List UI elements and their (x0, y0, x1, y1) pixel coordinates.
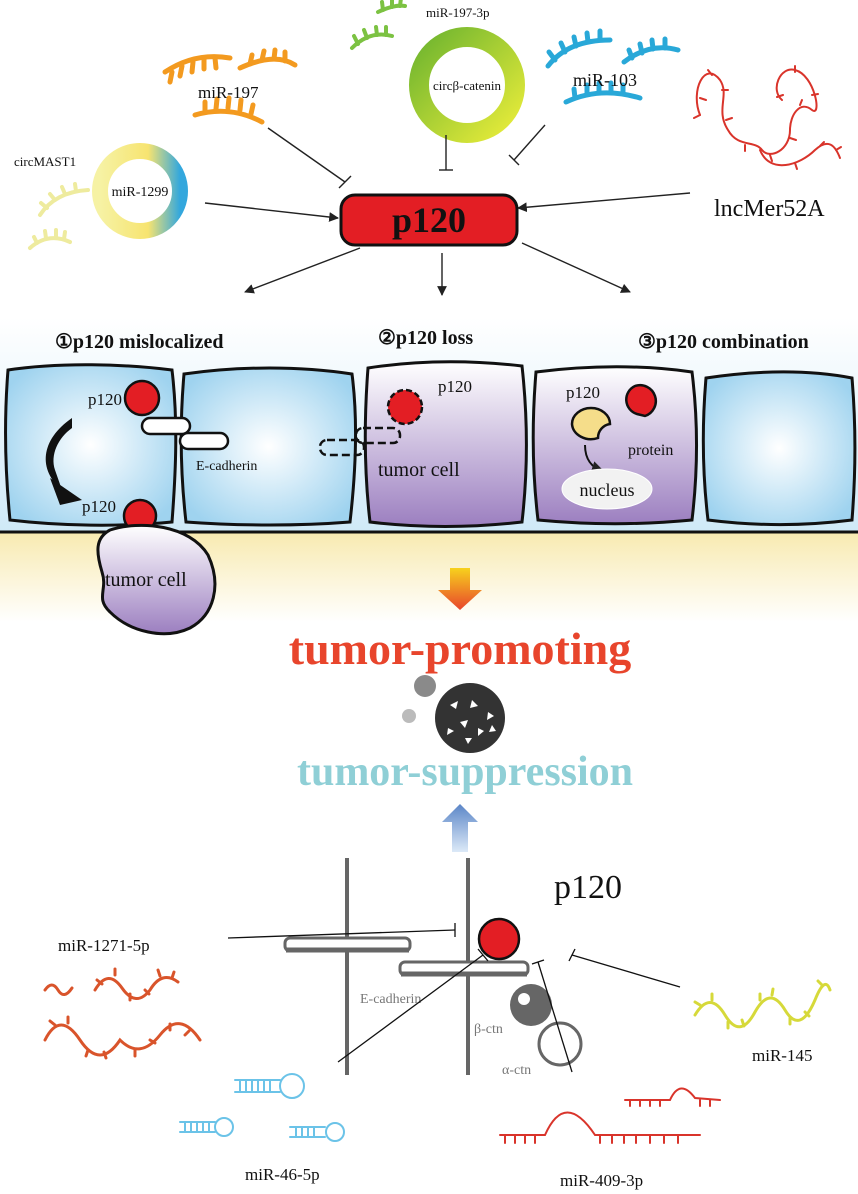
ecadherin-bar-a (140, 416, 192, 436)
lncmer52a-activate-arrow (517, 192, 691, 213)
p120-label-a: p120 (88, 390, 122, 409)
normal-cell-2 (179, 366, 358, 527)
mir1299-label: miR-1299 (112, 185, 169, 200)
scenario1-title: ①p120 mislocalized (55, 331, 223, 353)
p120-bottom-dot (477, 917, 521, 961)
normal-cell-5 (701, 370, 857, 526)
circ-beta-catenin-label: circβ-catenin (433, 78, 501, 93)
protein-partner-icon (570, 406, 612, 441)
mir197-label: miR-197 (198, 83, 259, 102)
alpha-ctn-label: α-ctn (502, 1063, 531, 1078)
circmast1-label: circMAST1 (14, 154, 76, 169)
relocalization-arrowhead-icon (50, 478, 82, 505)
mir197-inhibit-bar (338, 175, 352, 189)
beta-ctn-label: β-ctn (474, 1022, 503, 1037)
p120-bottom-label: p120 (554, 869, 622, 906)
mir197-inhibit-line (267, 127, 346, 183)
tumor-suppression-label: tumor-suppression (297, 749, 633, 795)
mir46-label: miR-46-5p (245, 1165, 320, 1184)
protein-label: protein (628, 442, 673, 459)
p120-label-c: p120 (438, 377, 472, 396)
tumor-cell-label-1: tumor cell (378, 459, 460, 481)
ecadherin-label-top: E-cadherin (196, 459, 257, 474)
promoting-down-arrow-icon (438, 568, 482, 610)
circmast1-activate-arrow (204, 202, 339, 222)
ecadherin-bar-b (178, 431, 230, 451)
mir409-rna-icon (499, 1087, 721, 1144)
mir103-inhibit-bar (508, 154, 520, 166)
p120-dot-lost (386, 388, 424, 426)
p120-central-label: p120 (392, 200, 466, 240)
mir46-rna-icon (179, 1073, 345, 1142)
p120-central-node (339, 193, 519, 247)
nucleus-label: nucleus (580, 480, 635, 500)
beta-catenin-ball-icon (510, 984, 552, 1026)
mir103-rna-icon (545, 28, 681, 105)
mir103-label: miR-103 (573, 70, 637, 90)
mir103-inhibit-line (513, 124, 546, 161)
circmast1-ring-icon (92, 143, 188, 239)
suppression-up-arrow-icon (442, 804, 478, 852)
mir145-label: miR-145 (752, 1046, 812, 1065)
mir1271-label: miR-1271-5p (58, 936, 150, 955)
p120-droplet-icon (625, 384, 658, 418)
nucleus-shape (561, 468, 653, 510)
mir409-label: miR-409-3p (560, 1171, 643, 1190)
relocalization-arrow-icon (45, 418, 72, 490)
alpha-catenin-ball-icon (537, 1021, 583, 1067)
tumor-mass-icon (402, 675, 505, 753)
ecadherin-label-bottom: E-cadherin (360, 992, 421, 1007)
regulation-connectors (204, 124, 691, 222)
mir197-3p-label: miR-197-3p (426, 5, 490, 20)
circmast1-rna-icon (28, 182, 90, 250)
p120-dot-membrane (123, 379, 161, 417)
tumor-promoting-label: tumor-promoting (289, 623, 631, 674)
lncmer52a-label: lncMer52A (714, 196, 825, 222)
p120-label-b: p120 (82, 497, 116, 516)
mir197-3p-rna-icon (350, 0, 407, 50)
mir145-rna-icon (693, 979, 832, 1030)
output-arrows (244, 242, 631, 296)
invading-tumor-cell (96, 523, 217, 636)
lncmer52a-rna-icon (693, 65, 842, 170)
scenario3-title: ③p120 combination (638, 331, 809, 353)
mir197-rna-icon (162, 47, 298, 125)
tumor-cell-label-2: tumor cell (105, 569, 187, 591)
scenario2-title: ②p120 loss (378, 327, 473, 349)
p120-label-d: p120 (566, 383, 600, 402)
lost-ecadherin-bars (318, 426, 402, 457)
mir1271-rna-icon (43, 967, 202, 1060)
circ-beta-catenin-ring-icon (409, 27, 525, 143)
bottom-inhibition-lines (227, 923, 681, 1073)
